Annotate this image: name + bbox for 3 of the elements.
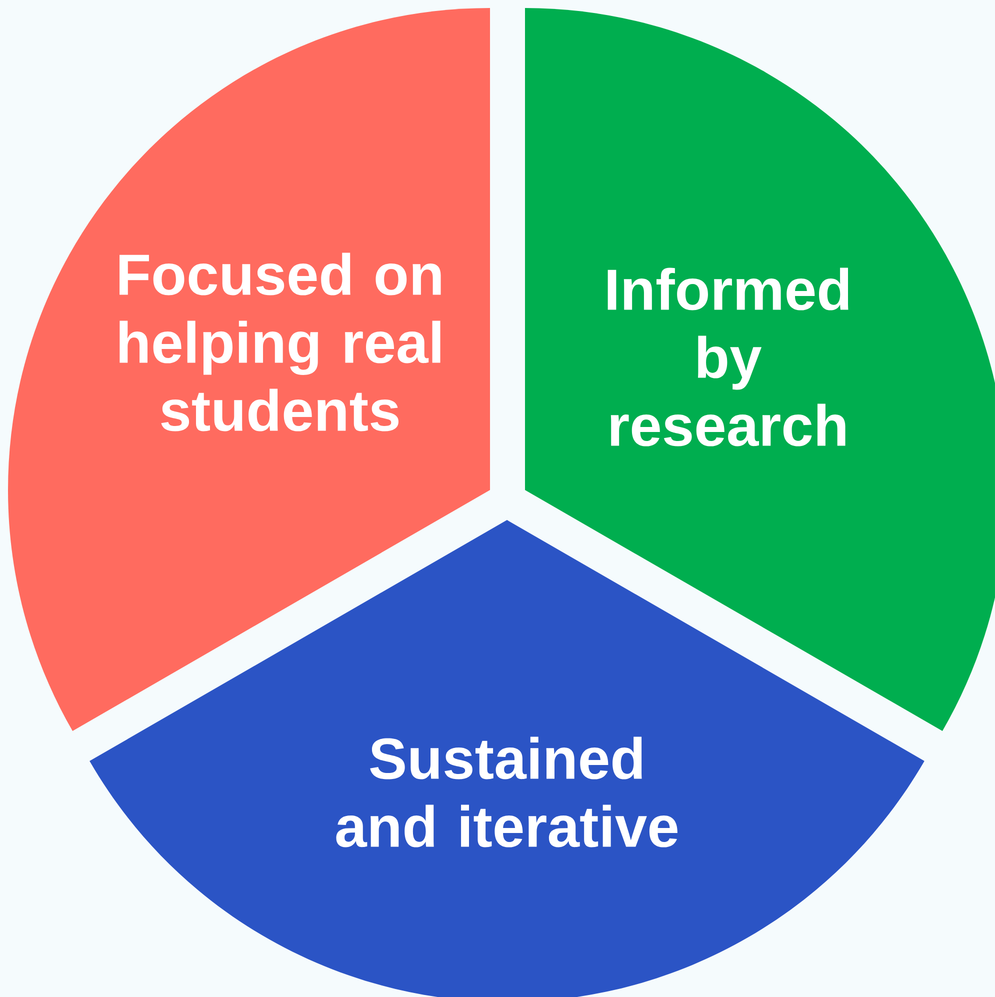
pie-slice: Sustained and iterative — [90, 520, 924, 997]
pie-slice: Informed by research — [525, 8, 995, 731]
pie-slice: Focused on helping real students — [8, 8, 490, 731]
